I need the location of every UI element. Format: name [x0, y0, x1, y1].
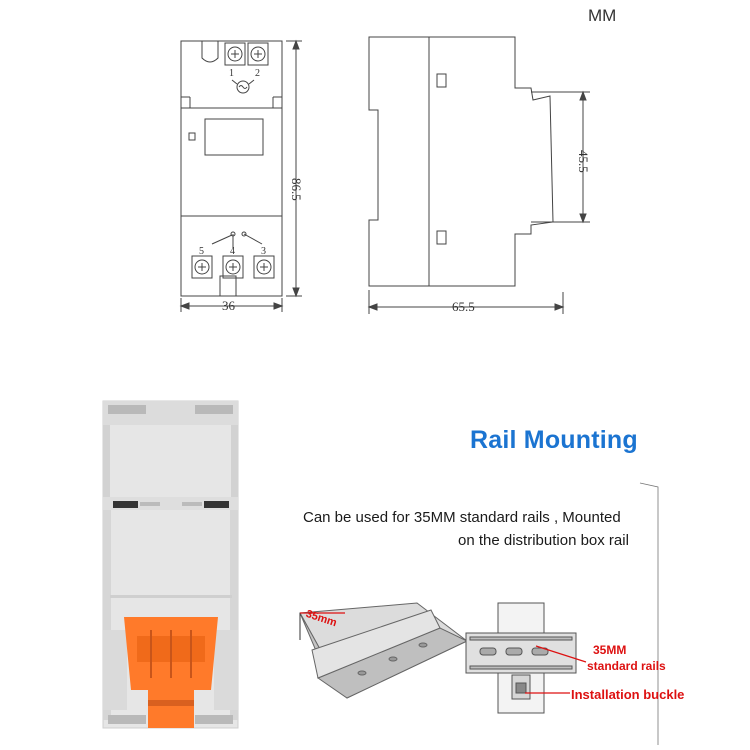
front-view-outline	[180, 40, 283, 297]
side-view	[367, 36, 590, 314]
installation-buckle-callout: Installation buckle	[571, 687, 685, 702]
display-window	[204, 118, 264, 156]
orange-rail-clip	[124, 617, 218, 728]
height-dimension-label: 86.5	[289, 178, 304, 201]
terminal-label-4: 4	[230, 246, 235, 257]
side-view-outline	[368, 36, 554, 287]
terminal-label-3: 3	[261, 246, 266, 257]
front-view	[179, 39, 302, 312]
bracket-line	[639, 482, 659, 745]
din-rail-front	[465, 602, 587, 714]
side-clip-upper	[436, 73, 447, 88]
standard-rails-callout-line1: 35MM	[593, 643, 627, 657]
terminal-label-1: 1	[229, 68, 234, 79]
depth-dimension-label: 65.5	[452, 299, 475, 314]
width-dimension-label: 36	[222, 298, 236, 313]
rail-mounting-title: Rail Mounting	[470, 426, 638, 454]
terminal-label-2: 2	[255, 68, 260, 79]
bottom-screw-3	[253, 255, 275, 279]
top-screw-1	[224, 42, 246, 66]
description-line-2: on the distribution box rail	[458, 532, 629, 549]
device-illustration	[102, 400, 239, 729]
side-clip-lower	[436, 230, 447, 245]
terminal-label-5: 5	[199, 246, 204, 257]
ac-symbol	[236, 80, 250, 94]
description-line-1: Can be used for 35MM standard rails , Mo…	[303, 509, 621, 526]
unit-label: MM	[588, 6, 617, 25]
rail-dimension-label: 45.5	[576, 150, 591, 173]
front-top-notch	[201, 41, 219, 63]
din-rail-perspective	[299, 602, 469, 699]
top-screw-2	[247, 42, 269, 66]
bottom-screw-4	[222, 255, 244, 279]
bottom-screw-5	[191, 255, 213, 279]
front-small-square	[188, 132, 196, 141]
standard-rails-callout-line2: standard rails	[587, 659, 666, 673]
